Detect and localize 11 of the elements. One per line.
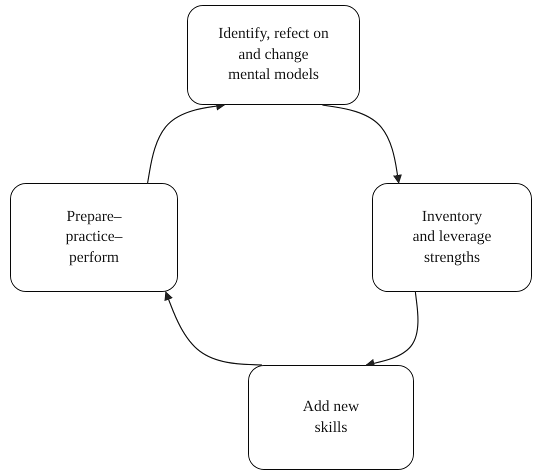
- box-label: Prepare–practice–perform: [64, 206, 124, 268]
- arrow: [365, 292, 419, 368]
- arrow: [164, 291, 262, 366]
- process-box: [372, 183, 532, 292]
- arrow: [322, 104, 402, 184]
- box-label: Inventory and leverage strengths: [412, 206, 492, 268]
- process-box: [248, 365, 414, 470]
- process-box: [187, 5, 360, 105]
- process-box: [10, 183, 178, 292]
- box-label: Identify, refect on and change mental models: [217, 24, 330, 86]
- box-label: Add new skills: [302, 397, 360, 438]
